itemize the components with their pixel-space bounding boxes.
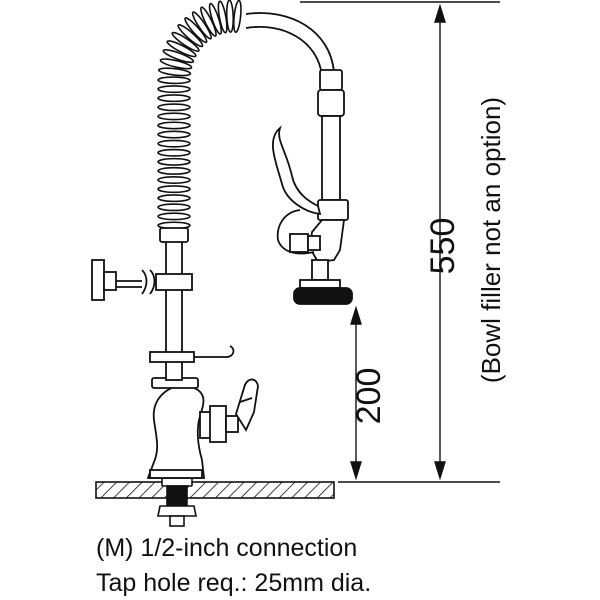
spring-coil-turn (166, 40, 197, 58)
wall-bracket (91, 259, 193, 301)
spring-coil-turn (157, 166, 191, 175)
spring-coil-turn (157, 212, 191, 221)
spring-coil-turn (159, 58, 193, 70)
spring-coil-turn (157, 194, 191, 203)
pre-rinse-spring (157, 0, 242, 230)
spring-coil-turn (232, 0, 242, 34)
valve-handle (199, 378, 259, 443)
spray-head (272, 69, 353, 305)
flexible-hose (245, 12, 335, 77)
spring-coil-turn (157, 185, 191, 194)
dimension-200 (350, 305, 362, 481)
spring-coil-turn (217, 0, 228, 34)
countertop (95, 481, 335, 499)
spring-coil-turn (157, 103, 191, 112)
spring-coil-turn (157, 203, 191, 212)
spring-coil-turn (157, 67, 192, 77)
spring-coil-turn (191, 11, 213, 40)
spring-coil-turn (157, 94, 191, 103)
dimension-note: (Bowl filler not an option) (476, 97, 506, 383)
hose-hook (149, 345, 235, 363)
spring-coil-turn (157, 76, 191, 85)
tap-hole-caption: Tap hole req.: 25mm dia. (96, 569, 372, 597)
spring-coil-turn (157, 121, 191, 130)
spring-coil-turn (157, 157, 191, 166)
spring-coil-turn (171, 31, 200, 52)
dimension-200-label: 200 (350, 368, 388, 425)
spring-coil-turn (157, 139, 191, 148)
spring-coil-turn (162, 49, 195, 64)
dimension-550 (300, 1, 500, 483)
spring-coil-turn (208, 2, 223, 35)
spring-coil-turn (225, 0, 235, 33)
spring-coil-turn (184, 17, 208, 44)
spring-coil-turn (200, 6, 217, 37)
spring-coil-turn (157, 148, 191, 157)
connection-caption: (M) 1/2-inch connection (96, 534, 358, 562)
connection-nut (157, 475, 197, 527)
spring-coil-turn (157, 130, 191, 139)
spring-coil-turn (157, 85, 191, 94)
spring-coil-turn (177, 24, 204, 48)
spring-coil-turn (157, 112, 191, 121)
spring-coil-turn (157, 176, 191, 185)
faucet-base-body (146, 377, 206, 479)
spring-collar (159, 227, 189, 243)
dimension-550-label: 550 (424, 218, 462, 275)
